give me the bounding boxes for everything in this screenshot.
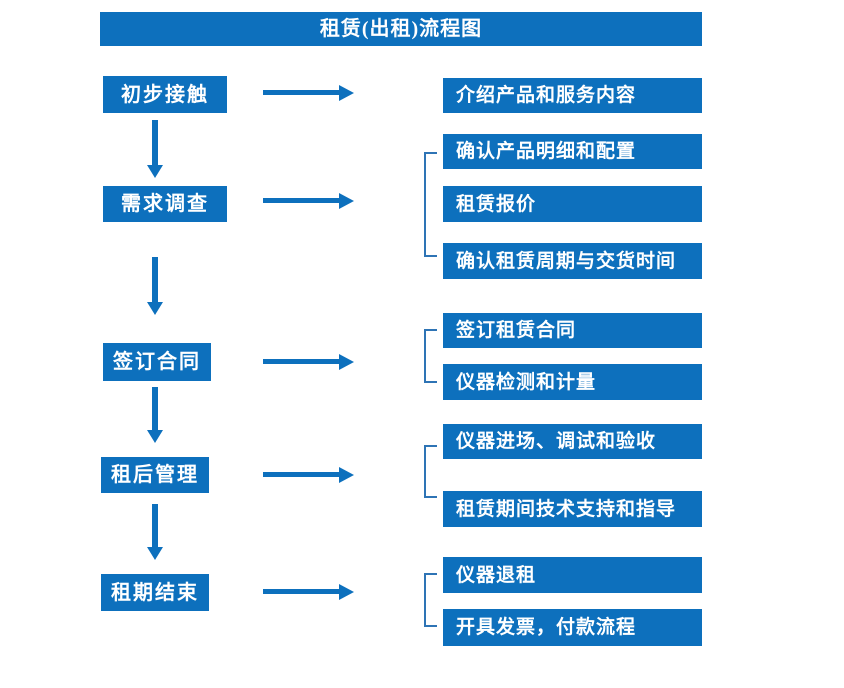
arrow-down-icon-1 — [152, 120, 158, 165]
arrow-right-icon-3 — [263, 359, 339, 364]
arrow-right-icon-2 — [263, 198, 339, 203]
detail-box-confirm-period-delivery: 确认租赁周期与交货时间 — [443, 243, 702, 279]
arrow-down-icon-4 — [152, 504, 158, 547]
detail-box-introduce-products: 介绍产品和服务内容 — [443, 78, 702, 113]
stage-box-post-rental-management: 租后管理 — [101, 457, 209, 493]
arrow-right-icon-4 — [263, 472, 339, 477]
stage-box-initial-contact: 初步接触 — [103, 76, 227, 113]
bracket-connector-demand-survey — [424, 152, 437, 257]
detail-box-instrument-setup-acceptance: 仪器进场、调试和验收 — [443, 424, 702, 459]
stage-box-sign-contract: 签订合同 — [103, 343, 211, 381]
detail-box-rental-quote: 租赁报价 — [443, 186, 702, 222]
bracket-connector-rental-end — [424, 573, 437, 627]
detail-box-sign-rental-contract: 签订租赁合同 — [443, 313, 702, 348]
arrow-down-icon-2 — [152, 257, 158, 302]
detail-box-confirm-product-config: 确认产品明细和配置 — [443, 134, 702, 169]
arrow-right-icon-5 — [263, 589, 339, 594]
detail-box-invoice-payment: 开具发票，付款流程 — [443, 609, 702, 646]
bracket-connector-sign-contract — [424, 329, 437, 383]
arrow-down-icon-3 — [152, 387, 158, 430]
detail-box-instrument-testing: 仪器检测和计量 — [443, 364, 702, 400]
arrow-right-icon-1 — [263, 90, 339, 95]
bracket-connector-post-rental — [424, 445, 437, 498]
detail-box-instrument-return: 仪器退租 — [443, 557, 702, 593]
stage-box-rental-end: 租期结束 — [101, 574, 209, 611]
stage-box-demand-survey: 需求调查 — [103, 186, 227, 222]
detail-box-tech-support: 租赁期间技术支持和指导 — [443, 491, 702, 527]
flowchart-title: 租赁(出租)流程图 — [100, 12, 702, 46]
